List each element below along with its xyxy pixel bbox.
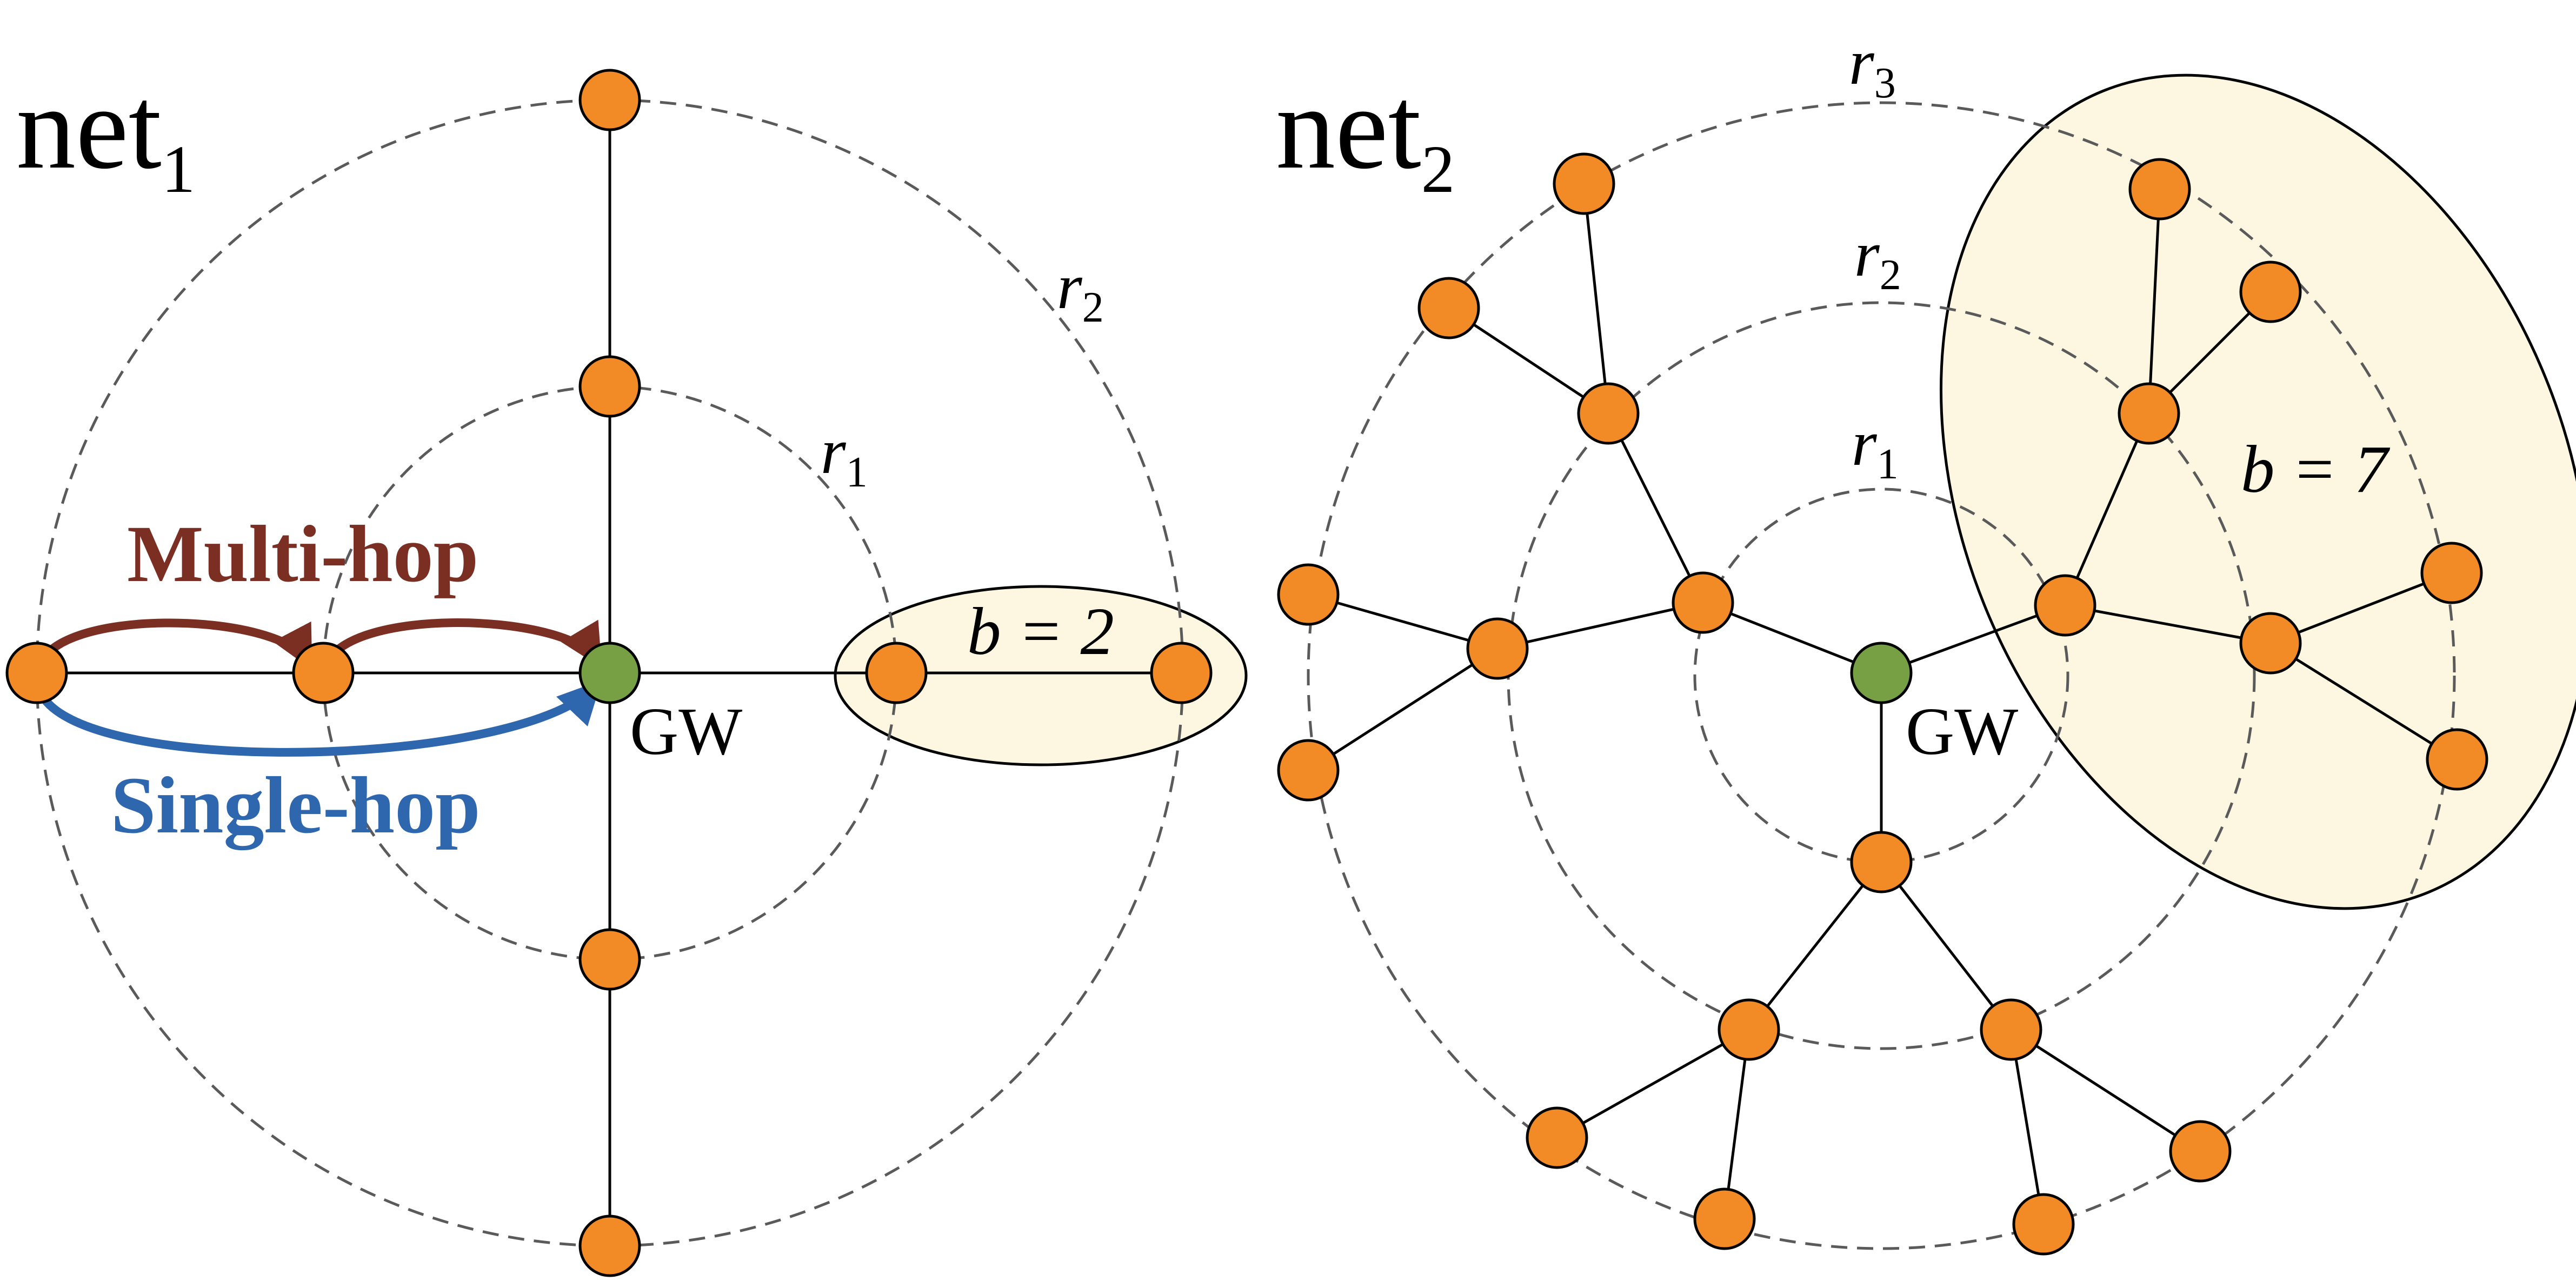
net2-node <box>2239 261 2302 323</box>
net2-edge <box>2065 604 2271 645</box>
net1-node-right-outer <box>1150 642 1213 704</box>
net2-node <box>1466 617 1529 680</box>
net1-single-hop-arrow <box>33 678 602 757</box>
net2-edge <box>1308 593 1498 650</box>
net2-node <box>1718 998 1780 1061</box>
net2-node <box>1672 571 1734 634</box>
net2-edge <box>1607 412 1705 604</box>
net1-node-left-outer <box>5 642 68 704</box>
net2-ring-r2-label: r2 <box>1854 218 1901 299</box>
net2-node <box>1980 998 2042 1061</box>
net1-node-top-outer <box>578 69 641 131</box>
net1-title: net1 <box>16 62 195 207</box>
net1-single-hop-label: Single-hop <box>111 760 481 850</box>
net2-ring-r1-label: r1 <box>1852 407 1899 488</box>
net2-title: net2 <box>1276 62 1455 207</box>
net1-multi-hop-arrow-2 <box>320 618 602 674</box>
net2-node <box>1553 152 1615 215</box>
net2-node <box>1526 1106 1588 1169</box>
net2-edge <box>2010 1028 2201 1153</box>
net2-cluster-region <box>1939 74 2576 910</box>
net2-node <box>2128 158 2191 221</box>
net2-edge <box>1881 604 2066 675</box>
net2-gateway-node <box>1850 642 1913 704</box>
net2-edge <box>2009 1029 2045 1225</box>
net2-node <box>2239 612 2302 675</box>
net2-edge <box>1702 601 1882 675</box>
net2-edge <box>1880 861 2012 1031</box>
net2-ring-r3-label: r3 <box>1849 26 1896 107</box>
net2-edge <box>1582 183 1610 414</box>
net1-cluster-label: b = 2 <box>967 595 1114 669</box>
net1-node-right-inner <box>865 642 928 704</box>
net1-node-bottom-outer <box>578 1215 641 1277</box>
net2-node <box>2012 1193 2075 1256</box>
net1-gateway-label: GW <box>630 695 742 769</box>
net2-ring-r3 <box>1307 101 2456 1250</box>
net1-multi-hop-arrow-1 <box>34 618 312 674</box>
net2-node <box>1277 563 1340 626</box>
net2-node <box>1693 1187 1756 1250</box>
net2-node <box>1850 831 1913 893</box>
net2-edge <box>1497 601 1703 650</box>
net2-node <box>1277 739 1340 802</box>
net1-ring-r2-label: r2 <box>1057 250 1104 331</box>
net1-gateway-node <box>578 642 641 704</box>
net1-multi-hop-label: Multi-hop <box>127 509 478 599</box>
net2-edge <box>2270 571 2452 645</box>
net2-edge <box>1307 647 1499 772</box>
net2-node <box>2118 382 2180 445</box>
net1-node-left-inner <box>292 642 355 704</box>
net2-edge <box>1723 1029 1750 1219</box>
net2-node <box>1417 277 1480 339</box>
net2-node <box>2034 574 2096 637</box>
net2-gateway-label: GW <box>1906 695 2018 769</box>
net2-node <box>2420 542 2483 604</box>
net2-edge <box>1448 306 1609 415</box>
net2-node <box>2169 1120 2232 1183</box>
net2-edge <box>2064 412 2151 606</box>
net2-edge <box>2269 642 2458 761</box>
net1-cluster-region <box>834 585 1248 766</box>
net2-cluster-label: b = 7 <box>2241 432 2390 507</box>
net1-panel: net1 r1 r2 GW b = 2 Multi-hop Single-hop <box>5 62 1248 1277</box>
net1-node-bottom-inner <box>578 928 641 991</box>
net2-node <box>1577 382 1640 445</box>
net2-edge <box>2147 189 2161 414</box>
net1-node-top-inner <box>578 355 641 418</box>
net2-node <box>2426 728 2488 791</box>
net2-edge <box>1748 861 1882 1031</box>
net1-ring-r1-label: r1 <box>821 415 868 496</box>
net2-edge <box>1556 1028 1750 1139</box>
net2-panel: net2 r1 r2 r3 GW b = 7 <box>1276 26 2576 1256</box>
